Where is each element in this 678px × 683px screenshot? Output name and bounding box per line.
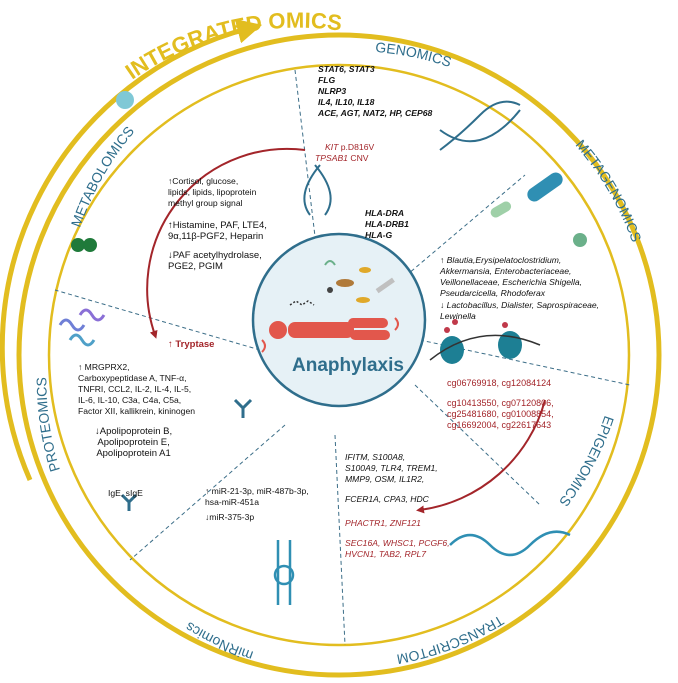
metabolomics-b: ↑Histamine, PAF, LTE4, 9α,11β-PGF2, Hepa… <box>168 220 267 242</box>
rna-strand-icon <box>449 530 571 557</box>
kit-mutation: p.D816V <box>338 142 375 152</box>
proteomics-up-line: TNFRI, CCL2, IL-2, IL-4, IL-5, <box>78 384 192 394</box>
metabolomics-a-line: methyl group signal <box>168 198 243 208</box>
transcriptomics-red-line: SEC16A, WHSC1, PCGF6, <box>345 538 450 548</box>
proteomics-down-line: ↓Apolipoprotein B, <box>95 426 173 437</box>
mirna-up-line: hsa-miR-451a <box>205 497 259 507</box>
patient-icon <box>261 317 399 353</box>
proteomics-down: ↓Apolipoprotein B, Apolipoprotein E, Apo… <box>95 426 172 459</box>
mirna-up: ↑ miR-21-3p, miR-487b-3p, hsa-miR-451a <box>205 486 309 508</box>
metagenomics-down-line: ↓ Lactobacillus, Dialister, Saprospirace… <box>440 300 600 310</box>
red-arrow-left <box>146 147 306 339</box>
proteomics-down-line: Apolipoprotein A1 <box>96 448 171 459</box>
bacteria-icon <box>490 172 587 247</box>
red-arrow-right <box>416 399 546 514</box>
hla-line: HLA-DRB1 <box>365 219 409 229</box>
mirna-hairpin-icon <box>273 540 295 605</box>
genomics-gene-line: STAT6, STAT3 <box>318 64 375 74</box>
proteomics-up-line: Factor XII, kallikrein, kininogen <box>78 406 196 416</box>
genomics-gene-line: NLRP3 <box>318 86 347 96</box>
transcriptomics-genes-b: FCER1A, CPA3, HDC <box>345 494 429 504</box>
mirna-up-line: ↑ miR-21-3p, miR-487b-3p, <box>205 486 309 496</box>
lipid-icons <box>71 91 134 252</box>
integrated-arrow <box>0 19 263 482</box>
center-label: Anaphylaxis <box>292 355 404 376</box>
proteomics-up-line: Carboxypeptidase A, TNF-α, <box>78 373 187 383</box>
tpsab1-variant: TPSAB1 CNV <box>315 153 369 164</box>
tpsab1-gene: TPSAB1 <box>315 153 348 163</box>
hla-line: HLA-DRA <box>365 208 405 218</box>
protein-icons <box>58 308 106 347</box>
metagenomics-down-line: Lewinella <box>440 311 476 321</box>
antibody-icon <box>120 398 253 511</box>
transcriptomics-line: MMP9, OSM, IL1R2, <box>345 474 425 484</box>
metagenomics-up: ↑ Blautia,Erysipelatoclostridium, Akkerm… <box>440 255 582 299</box>
metabolomics-c-line: ↓PAF acetylhydrolase, <box>168 250 262 261</box>
transcriptomics-red-line: HVCN1, TAB2, RPL7 <box>345 549 427 559</box>
metabolomics-a-line: ↑Cortisol, glucose, <box>168 176 239 186</box>
genomics-gene-line: IL4, IL10, IL18 <box>318 97 375 107</box>
proteomics-down-line: Apolipoprotein E, <box>97 437 170 448</box>
metagenomics-up-line: Akkermansia, Enterobacteriaceae, <box>440 266 572 276</box>
proteomics-up: ↑ MRGPRX2, Carboxypeptidase A, TNF-α, TN… <box>78 362 195 417</box>
metabolomics-b-line: ↑Histamine, PAF, LTE4, <box>168 220 267 231</box>
allergen-icons <box>289 260 395 306</box>
metabolomics-a: ↑Cortisol, glucose, lipids, lipids, lipo… <box>168 176 256 209</box>
metagenomics-up-line: Pseudarcicella, Rhodoferax <box>440 288 546 298</box>
genomics-gene-line: FLG <box>318 75 336 85</box>
nucleosome-icon <box>429 319 541 364</box>
metabolomics-c-line: PGE2, PGIM <box>168 261 223 272</box>
genomics-gene-list: STAT6, STAT3 FLG NLRP3 IL4, IL10, IL18 A… <box>318 64 432 119</box>
outer-ring <box>16 32 662 678</box>
transcriptomics-red-a: PHACTR1, ZNF121 <box>345 518 421 528</box>
dna-helix-icon <box>303 100 521 216</box>
genomics-gene-line: ACE, AGT, NAT2, HP, CEP68 <box>318 108 433 118</box>
ige-label: IgE, sIgE <box>108 488 143 498</box>
metagenomics-down: ↓ Lactobacillus, Dialister, Saprospirace… <box>440 300 599 322</box>
cpg-sites-a: cg06769918, cg12084124 <box>447 378 552 388</box>
proteomics-up-line: IL-6, IL-10, C3a, C4a, C5a, <box>78 395 182 405</box>
transcriptomics-red-b: SEC16A, WHSC1, PCGF6, HVCN1, TAB2, RPL7 <box>345 538 450 560</box>
tryptase-label: ↑ Tryptase <box>168 339 215 350</box>
cpg-line: cg10413550, cg07120806, <box>447 398 554 408</box>
mirna-down: ↓miR-375-3p <box>205 512 255 522</box>
cpg-line: cg25481680, cg01008854, <box>447 409 554 419</box>
hla-list: HLA-DRA HLA-DRB1 HLA-G <box>365 208 409 241</box>
transcriptomics-genes-a: IFITM, S100A8, S100A9, TLR4, TREM1, MMP9… <box>345 452 438 485</box>
center-circle <box>251 232 427 408</box>
cpg-sites-b: cg10413550, cg07120806, cg25481680, cg01… <box>447 398 554 431</box>
metagenomics-up-line: ↑ Blautia,Erysipelatoclostridium, <box>440 255 562 265</box>
metagenomics-up-line: Veillonellaceae, Escherichia Shigella, <box>440 277 583 287</box>
kit-variant: KIT p.D816V <box>325 142 374 153</box>
metabolomics-b-line: 9α,11β-PGF2, Heparin <box>168 231 264 242</box>
kit-gene: KIT <box>325 142 339 152</box>
transcriptomics-line: S100A9, TLR4, TREM1, <box>345 463 438 473</box>
metabolomics-a-line: lipids, lipids, lipoprotein <box>168 187 257 197</box>
proteomics-up-line: ↑ MRGPRX2, <box>78 362 130 372</box>
cpg-line: cg16692004, cg22617643 <box>447 420 552 430</box>
hla-line: HLA-G <box>365 230 393 240</box>
transcriptomics-line: IFITM, S100A8, <box>345 452 406 462</box>
metabolomics-c: ↓PAF acetylhydrolase, PGE2, PGIM <box>168 250 262 272</box>
tpsab1-cnv: CNV <box>347 153 369 163</box>
